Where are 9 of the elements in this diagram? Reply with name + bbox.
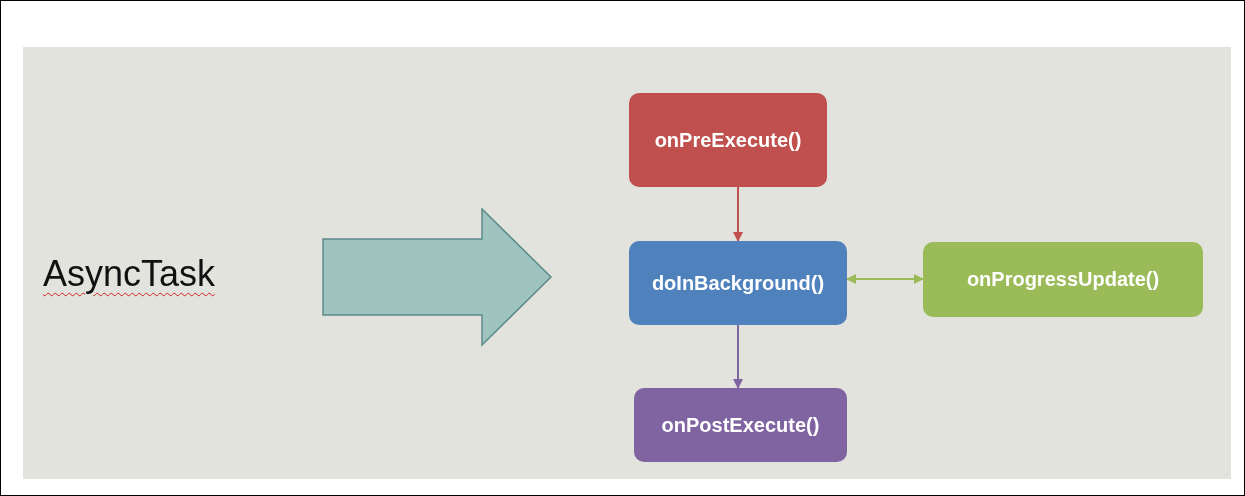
arrow [846, 274, 924, 284]
class-name-label: AsyncTask [43, 253, 216, 295]
method-box: onPreExecute() [629, 93, 827, 187]
method-box: doInBackground() [629, 241, 847, 325]
arrow [733, 186, 743, 242]
arrow [733, 324, 743, 389]
method-box: onProgressUpdate() [923, 242, 1203, 317]
method-box: onPostExecute() [634, 388, 847, 462]
block-arrow [322, 208, 553, 347]
